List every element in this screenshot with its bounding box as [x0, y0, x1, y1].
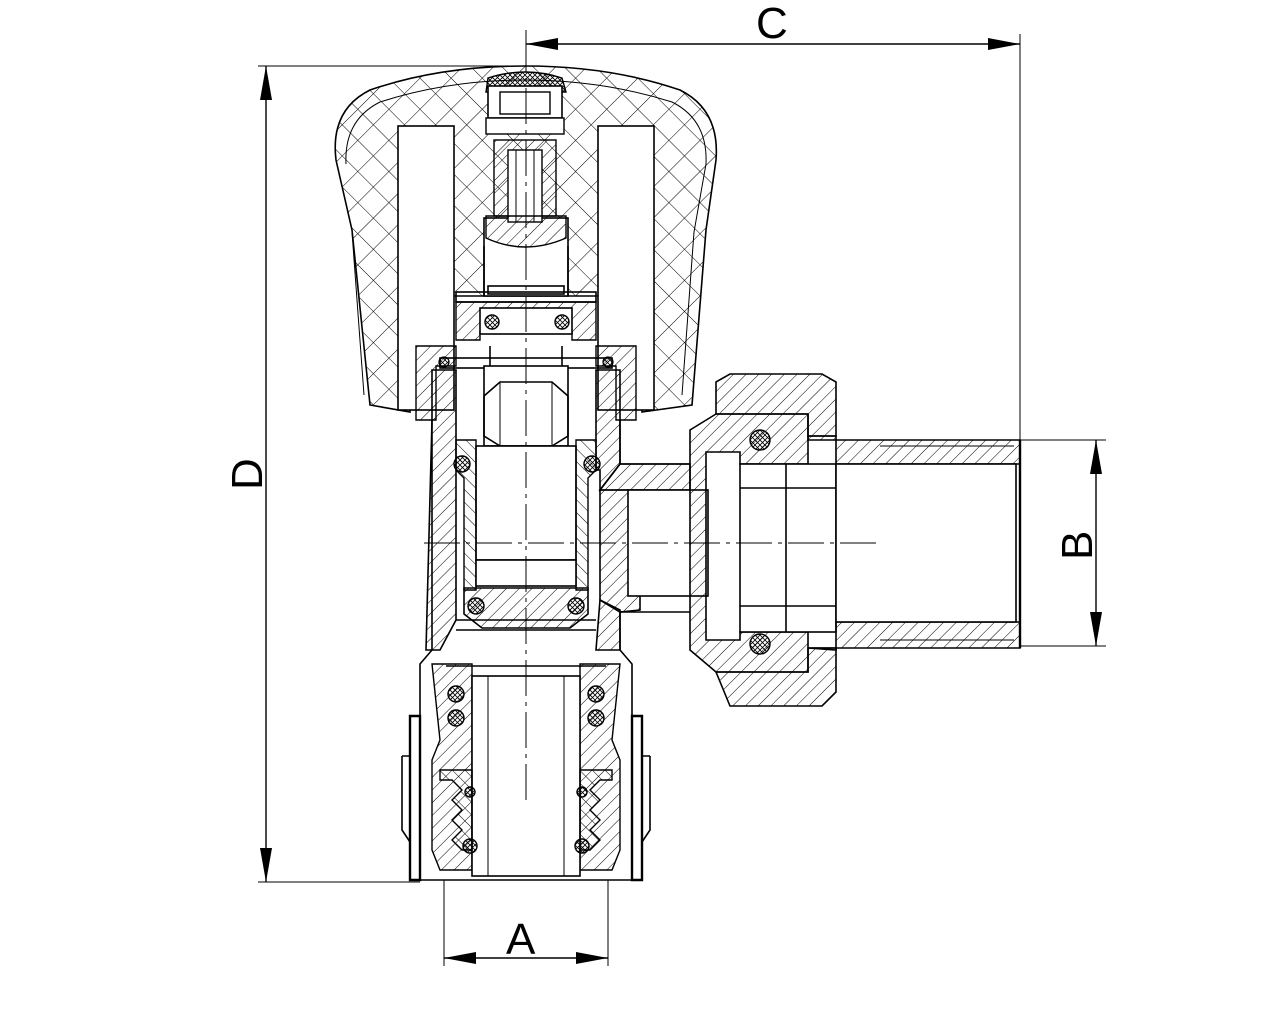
- dim-arrow: [1090, 612, 1102, 646]
- dimension-c: C: [525, 0, 1021, 440]
- center-lines: [424, 36, 880, 800]
- dimension-b: B: [1020, 439, 1106, 647]
- dim-arrow: [526, 38, 558, 50]
- dim-arrow: [260, 66, 272, 100]
- handle-knob: [334, 65, 718, 413]
- dimension-d: D: [223, 65, 526, 883]
- dimension-label-c: C: [756, 0, 788, 48]
- dimension-label-b: B: [1053, 531, 1102, 560]
- dim-arrow: [260, 848, 272, 882]
- dimension-label-a: A: [506, 915, 536, 964]
- dim-arrow: [1090, 440, 1102, 474]
- dim-arrow: [576, 952, 608, 964]
- dimension-label-d: D: [223, 458, 272, 490]
- dimension-a: A: [443, 880, 609, 966]
- dim-arrow: [444, 952, 476, 964]
- side-union-outlet: [598, 373, 1022, 707]
- dim-arrow: [988, 38, 1020, 50]
